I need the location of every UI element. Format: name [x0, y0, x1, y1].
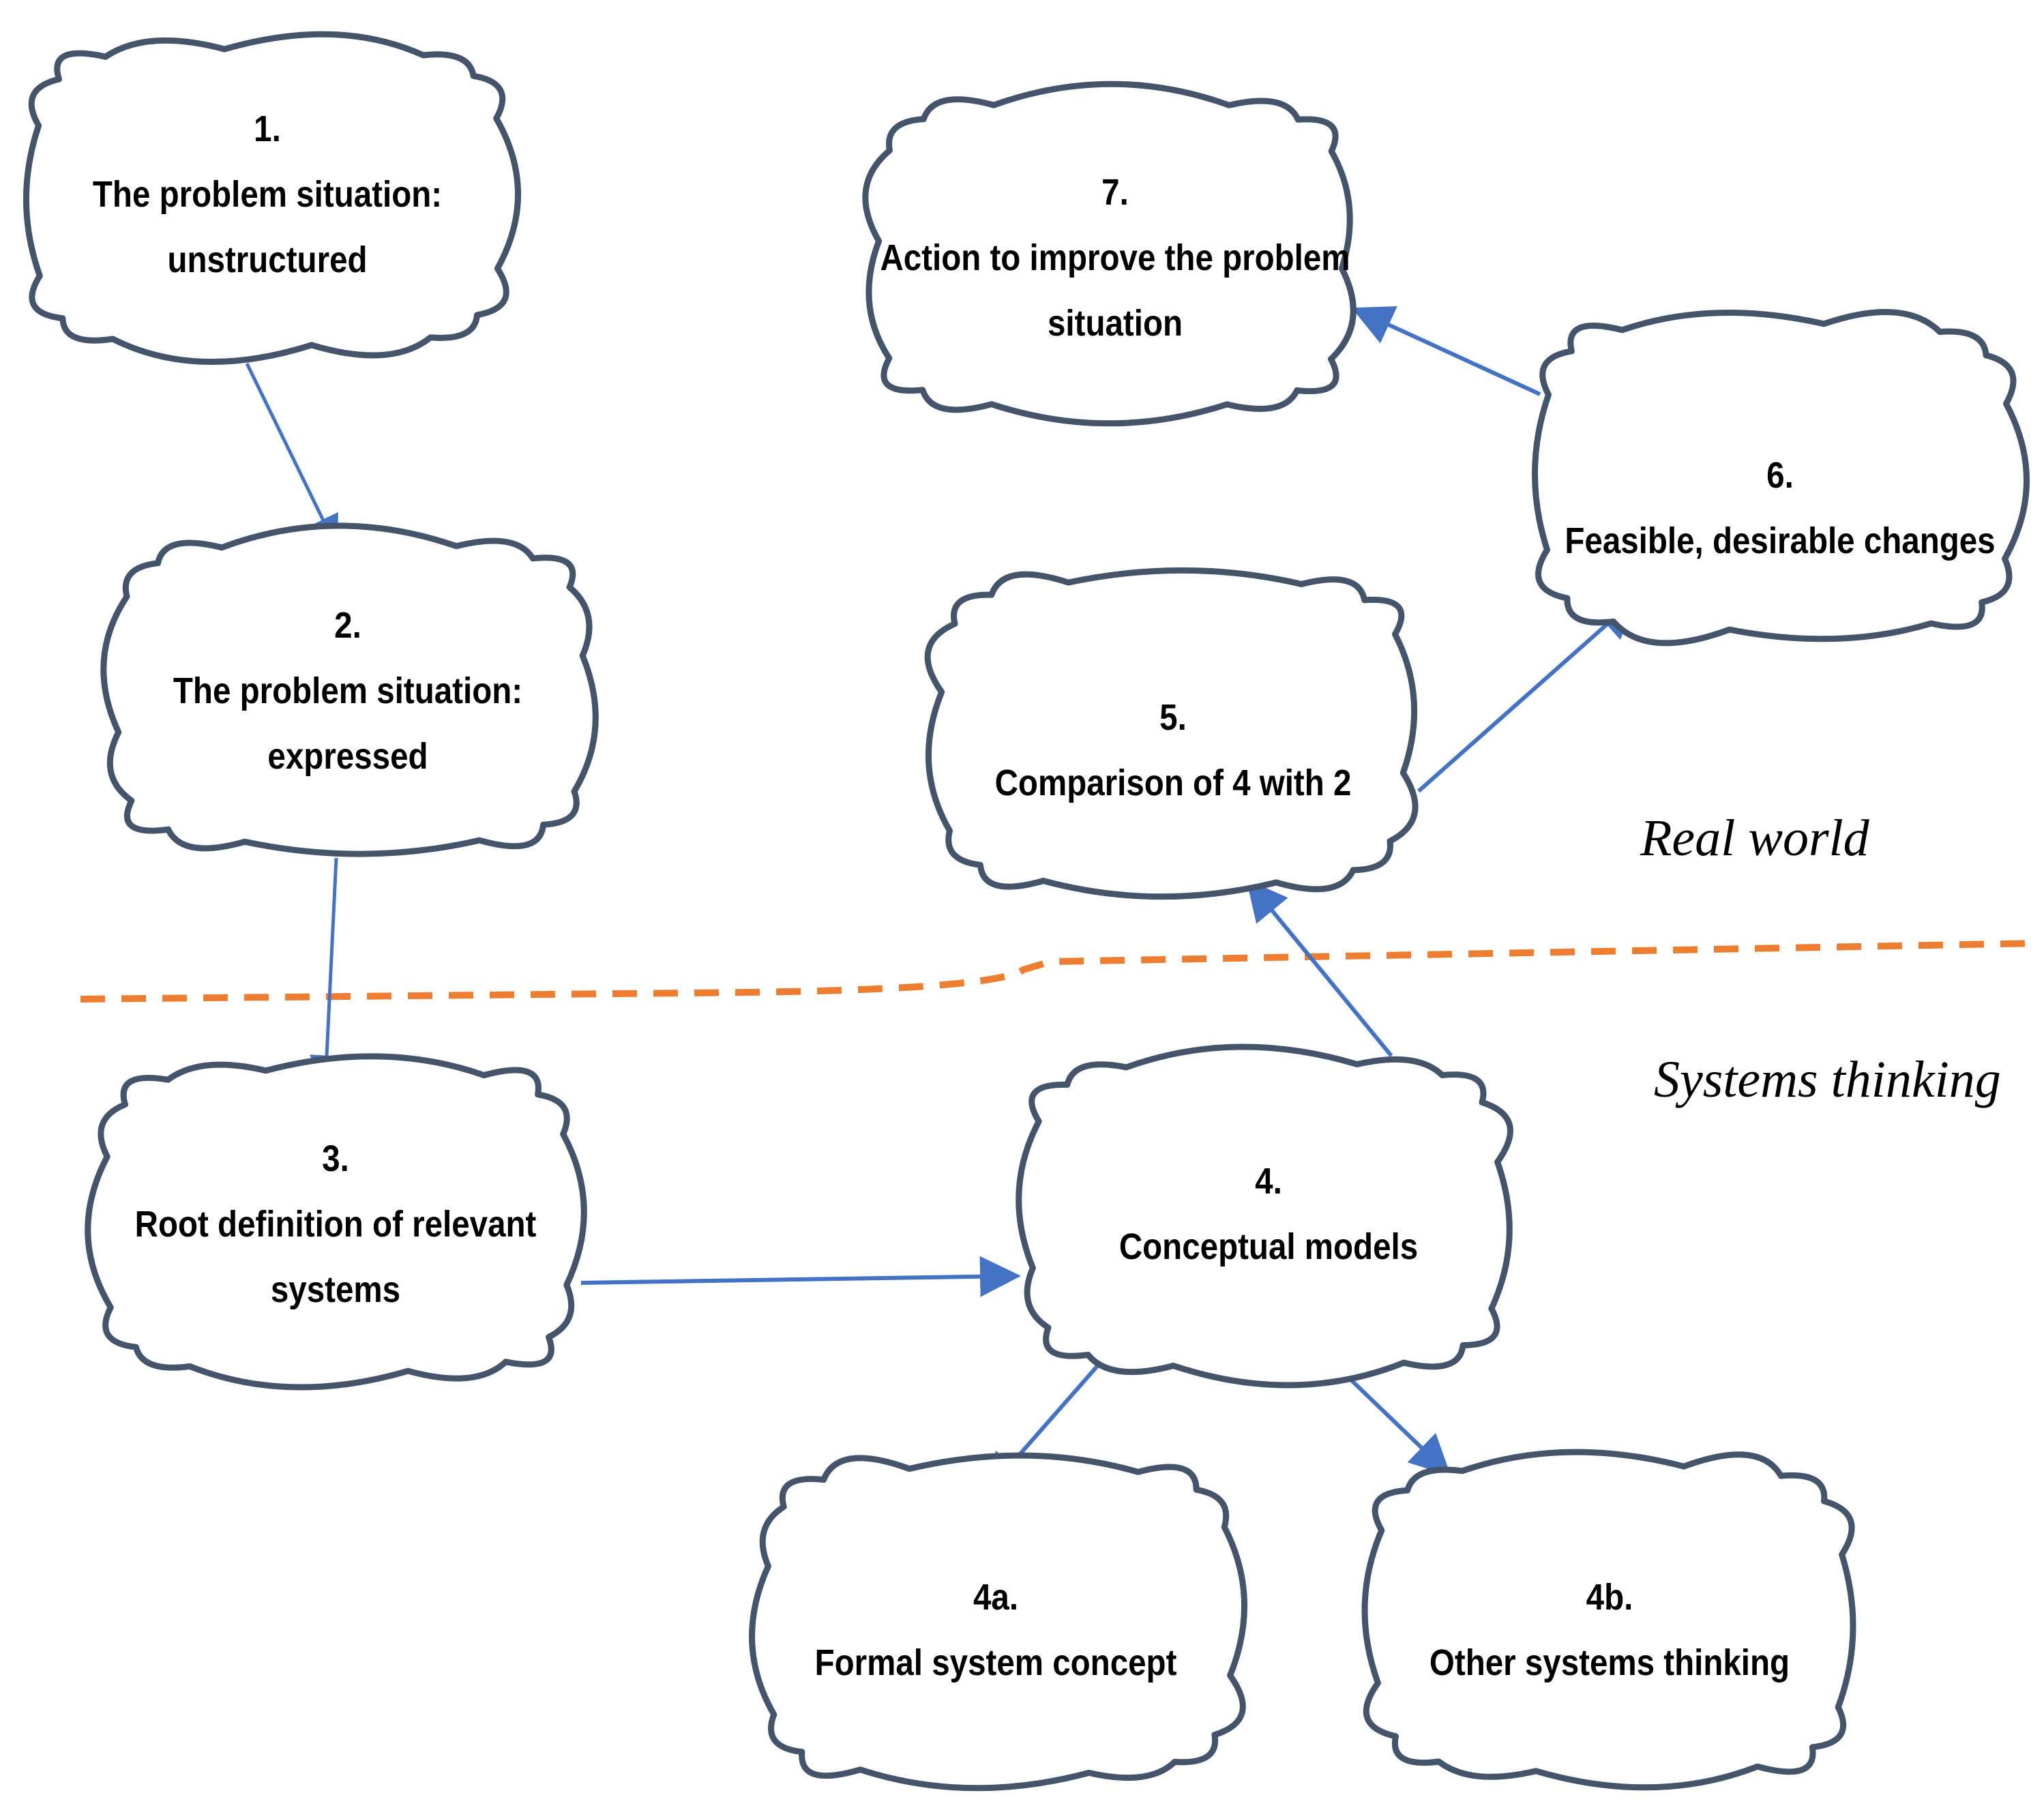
cloud-shape-4b: [1361, 1449, 1856, 1791]
node-3-label-line2: systems: [270, 1269, 401, 1310]
node-5-label-line1: Comparison of 4 with 2: [994, 762, 1352, 803]
node-4: 4. Conceptual models: [1071, 1146, 1467, 1282]
cloud-shape-5: [924, 567, 1419, 900]
node-1-label-line1: The problem situation:: [92, 174, 443, 215]
region-label-systems-thinking: Systems thinking: [1654, 1051, 2001, 1108]
node-2-number: 2.: [334, 605, 361, 646]
node-1-label-line2: unstructured: [167, 239, 368, 280]
node-2-label-line1: The problem situation:: [173, 670, 523, 711]
node-4b-label-line1: Other systems thinking: [1429, 1642, 1790, 1683]
arrow-6-to-7: [1351, 306, 1541, 396]
node-7-label-line2: situation: [1048, 303, 1183, 344]
node-2: 2. The problem situation: expressed: [144, 592, 552, 790]
node-3-number: 3.: [322, 1138, 349, 1179]
cloud-shape-4: [1016, 1043, 1513, 1389]
node-4a: 4a. Formal system concept: [798, 1562, 1194, 1698]
arrow-5-to-6: [1417, 597, 1638, 793]
cloud-shape-4a: [749, 1452, 1247, 1792]
node-1-number: 1.: [254, 108, 281, 149]
node-4a-label-line1: Formal system concept: [814, 1642, 1177, 1683]
cloud-shape-1: [23, 31, 522, 366]
node-4-label-line1: Conceptual models: [1119, 1226, 1419, 1267]
arrow-2-to-3: [310, 857, 344, 1090]
node-3-label-line1: Root definition of relevant: [134, 1204, 537, 1245]
node-6: 6. Feasible, desirable changes: [1558, 440, 2002, 576]
node-6-number: 6.: [1766, 455, 1794, 496]
arrow-3-to-4: [580, 1256, 1021, 1297]
node-4a-number: 4a.: [973, 1577, 1019, 1618]
node-1: 1. The problem situation: unstructured: [63, 95, 471, 293]
arrow-4-to-5: [1246, 879, 1393, 1057]
cloud-shape-6: [1532, 309, 2030, 647]
node-2-label-line2: expressed: [267, 736, 428, 777]
node-7-label-line1: Action to improve the problem: [880, 237, 1350, 278]
node-3: 3. Root definition of relevant systems: [119, 1125, 552, 1323]
arrow-1-to-2: [245, 362, 338, 550]
region-boundary-line: [80, 940, 2040, 1003]
node-5-number: 5.: [1159, 697, 1187, 738]
node-6-label-line1: Feasible, desirable changes: [1565, 520, 1996, 561]
node-5: 5. Comparison of 4 with 2: [975, 682, 1372, 818]
arrow-4-to-4b: [1338, 1367, 1451, 1477]
node-4-number: 4.: [1255, 1161, 1282, 1202]
cloud-shape-3: [85, 1053, 587, 1391]
node-7: 7. Action to improve the problem situati…: [880, 159, 1350, 357]
node-4b: 4b. Other systems thinking: [1412, 1562, 1808, 1698]
region-label-real-world: Real world: [1640, 810, 1869, 867]
cloud-shape-7: [862, 80, 1357, 427]
cloud-shape-2: [100, 522, 599, 857]
node-4b-number: 4b.: [1586, 1577, 1633, 1618]
node-7-number: 7.: [1101, 172, 1129, 213]
